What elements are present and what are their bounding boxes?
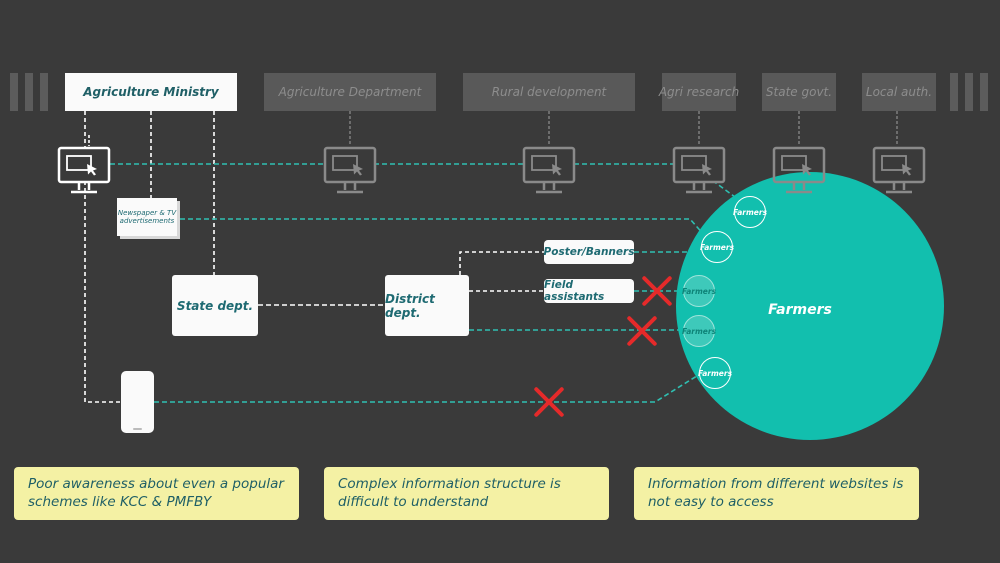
rural-monitor-icon bbox=[522, 146, 576, 194]
stripe-right-2 bbox=[965, 73, 973, 111]
farmers-node-field: Farmers bbox=[682, 275, 716, 307]
line-phone-farmers bbox=[154, 373, 701, 403]
header-state-govt: State govt. bbox=[762, 73, 836, 111]
local-monitor-icon bbox=[872, 146, 926, 194]
line-website-farmers bbox=[110, 163, 736, 198]
farmers-node-phone: Farmers bbox=[698, 357, 732, 389]
website-monitor-icon bbox=[57, 146, 111, 194]
stategovt-monitor-icon bbox=[772, 146, 826, 194]
newspaper-tv-card: Newspaper & TV advertisements bbox=[117, 198, 177, 236]
mobile-phone-icon bbox=[121, 371, 154, 433]
research-monitor-icon bbox=[672, 146, 726, 194]
farmers-node-newspaper: Farmers bbox=[700, 231, 734, 263]
farmers-circle bbox=[676, 172, 944, 440]
line-ministry-phone bbox=[84, 111, 121, 403]
header-agri-research: Agri research bbox=[659, 73, 739, 111]
header-local-auth: Local auth. bbox=[862, 73, 936, 111]
issue-note-websites: Information from different websites is n… bbox=[634, 467, 919, 520]
line-newspaper-farmers bbox=[180, 218, 706, 237]
issue-note-structure: Complex information structure is difficu… bbox=[324, 467, 609, 520]
farmers-node-district: Farmers bbox=[682, 315, 716, 347]
stripe-right-3 bbox=[980, 73, 988, 111]
stripe-left-1 bbox=[10, 73, 18, 111]
stripe-left-3 bbox=[40, 73, 48, 111]
header-rural-development: Rural development bbox=[463, 73, 635, 111]
farmers-circle-label: Farmers bbox=[768, 302, 832, 318]
poster-banners-tag: Poster/Banners bbox=[544, 240, 634, 264]
stripe-left-2 bbox=[25, 73, 33, 111]
dept-monitor-icon bbox=[323, 146, 377, 194]
farmers-node-website: Farmers bbox=[733, 196, 767, 228]
cross-field-icon bbox=[639, 273, 675, 309]
field-assistants-tag: Field assistants bbox=[544, 279, 634, 303]
header-agriculture-ministry: Agriculture Ministry bbox=[65, 73, 237, 111]
issue-note-awareness: Poor awareness about even a popular sche… bbox=[14, 467, 299, 520]
header-agriculture-department: Agriculture Department bbox=[264, 73, 436, 111]
state-dept-box: State dept. bbox=[172, 275, 258, 336]
line-district-poster bbox=[459, 251, 544, 275]
cross-district-icon bbox=[624, 313, 660, 349]
district-dept-box: District dept. bbox=[385, 275, 469, 336]
stripe-right-1 bbox=[950, 73, 958, 111]
cross-phone-icon bbox=[531, 384, 567, 420]
